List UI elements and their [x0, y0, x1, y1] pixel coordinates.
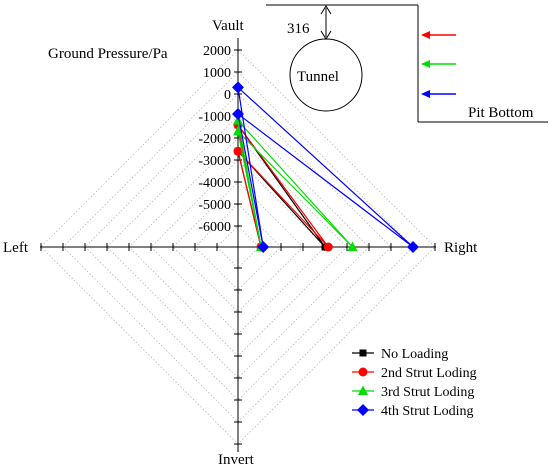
strut-arrow-head	[421, 31, 430, 39]
tunnel-inset: Tunnel 316 Pit Bottom	[266, 4, 548, 123]
tick-label: -6000	[198, 220, 231, 235]
legend-marker	[357, 404, 369, 416]
legend-label: No Loading	[381, 347, 448, 362]
data-point	[233, 146, 243, 156]
data-point	[407, 241, 419, 253]
depth-arrow-bottom	[320, 30, 332, 40]
depth-label: 316	[287, 21, 310, 37]
direction-label-right: Right	[444, 240, 478, 256]
direction-label-invert: Invert	[218, 452, 255, 467]
tick-label: 0	[224, 88, 231, 103]
tick-label: -2000	[198, 132, 231, 147]
tick-label: 2000	[203, 44, 231, 59]
data-point	[232, 81, 244, 94]
direction-label-left: Left	[3, 240, 29, 256]
data-point	[257, 241, 270, 253]
pit-bottom-label: Pit Bottom	[468, 105, 534, 121]
grid-ring	[106, 115, 370, 379]
legend-marker	[358, 367, 368, 377]
axis-title: Ground Pressure/Pa	[48, 46, 168, 62]
strut-arrow-head	[421, 90, 430, 98]
grid-ring	[84, 93, 392, 401]
axis-layer	[40, 38, 436, 452]
data-point	[347, 241, 358, 251]
data-point	[233, 125, 243, 136]
data-point	[323, 242, 333, 252]
tick-label: -5000	[198, 198, 231, 213]
depth-arrow-top	[320, 5, 332, 15]
grid-ring	[216, 225, 260, 269]
legend-label: 2nd Strut Loding	[381, 366, 477, 381]
tick-label: 1000	[203, 66, 231, 81]
strut-arrows	[421, 31, 456, 98]
legend-label: 4th Strut Loding	[381, 404, 474, 419]
tick-layer: 2000 1000 0 -1000 -2000 -3000 -4000 -5000 -6000	[40, 44, 436, 445]
direction-label-vault: Vault	[212, 18, 244, 34]
legend-marker	[359, 349, 367, 357]
tick-label: -1000	[198, 110, 231, 125]
tunnel-label: Tunnel	[297, 69, 339, 85]
tick-label: -4000	[198, 176, 231, 191]
legend-label: 3rd Strut Loding	[381, 385, 474, 400]
data-point	[232, 108, 244, 120]
legend-marker	[358, 385, 368, 395]
series-layer	[232, 81, 419, 253]
strut-arrow-head	[421, 60, 430, 68]
tick-label: -3000	[198, 154, 231, 169]
legend: No Loading 2nd Strut Loding 3rd Strut Lodi…	[352, 347, 477, 419]
